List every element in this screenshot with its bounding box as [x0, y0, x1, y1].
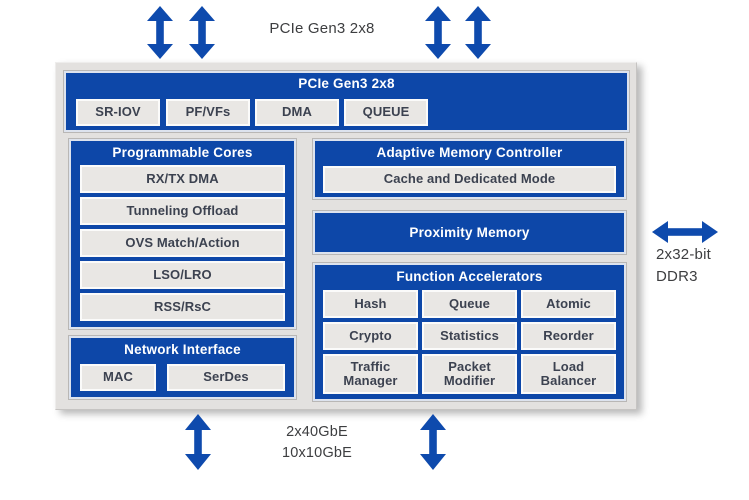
- proximity-memory-title: Proximity Memory: [409, 225, 530, 240]
- accelerator-item-hash: Hash: [323, 290, 418, 318]
- accelerator-item-statistics: Statistics: [422, 322, 517, 350]
- ethernet-up-down-arrow-icon: [420, 414, 446, 470]
- core-item-rss-rsc: RSS/RsC: [80, 293, 285, 321]
- proximity-memory-block: Proximity Memory: [313, 211, 626, 254]
- network-item-serdes: SerDes: [167, 364, 285, 391]
- accelerator-item-crypto: Crypto: [323, 322, 418, 350]
- accelerator-item-traffic-manager: Traffic Manager: [323, 354, 418, 394]
- pcie-up-down-arrow-icon: [425, 6, 451, 59]
- pcie-block: PCIe Gen3 2x8 SR-IOV PF/VFs DMA QUEUE: [64, 71, 629, 132]
- pcie-up-down-arrow-icon: [147, 6, 173, 59]
- programmable-cores-block: Programmable Cores RX/TX DMA Tunneling O…: [69, 139, 296, 329]
- accelerator-item-atomic: Atomic: [521, 290, 616, 318]
- function-accelerators-title: Function Accelerators: [396, 269, 543, 284]
- chip-block-diagram: PCIe Gen3 2x8 SR-IOV PF/VFs DMA QUEUE Pr…: [55, 62, 637, 410]
- adaptive-memory-controller-title: Adaptive Memory Controller: [376, 145, 563, 160]
- accelerator-item-load-balancer: Load Balancer: [521, 354, 616, 394]
- pcie-item-queue: QUEUE: [344, 99, 428, 126]
- accelerator-item-reorder: Reorder: [521, 322, 616, 350]
- core-item-rx-tx-dma: RX/TX DMA: [80, 165, 285, 193]
- ddr3-label-line2: DDR3: [656, 268, 698, 285]
- pcie-item-dma: DMA: [255, 99, 339, 126]
- ddr3-label-line1: 2x32-bit: [656, 246, 711, 263]
- pcie-up-down-arrow-icon: [465, 6, 491, 59]
- core-item-tunneling-offload: Tunneling Offload: [80, 197, 285, 225]
- ddr3-left-right-arrow-icon: [652, 221, 718, 243]
- ethernet-label-line1: 2x40GbE: [286, 424, 348, 440]
- ethernet-label-line2: 10x10GbE: [281, 445, 353, 461]
- network-interface-block: Network Interface MAC SerDes: [69, 336, 296, 399]
- ethernet-up-down-arrow-icon: [185, 414, 211, 470]
- network-interface-title: Network Interface: [124, 342, 241, 357]
- pcie-item-sr-iov: SR-IOV: [76, 99, 160, 126]
- function-accelerators-block: Function Accelerators Hash Queue Atomic …: [313, 263, 626, 401]
- pcie-up-down-arrow-icon: [189, 6, 215, 59]
- accelerator-item-packet-modifier: Packet Modifier: [422, 354, 517, 394]
- network-item-mac: MAC: [80, 364, 156, 391]
- pcie-item-pf-vfs: PF/VFs: [166, 99, 250, 126]
- core-item-lso-lro: LSO/LRO: [80, 261, 285, 289]
- memory-item-cache-dedicated-mode: Cache and Dedicated Mode: [323, 166, 616, 193]
- core-item-ovs-match-action: OVS Match/Action: [80, 229, 285, 257]
- adaptive-memory-controller-block: Adaptive Memory Controller Cache and Ded…: [313, 139, 626, 199]
- pcie-top-label: PCIe Gen3 2x8: [269, 20, 375, 37]
- programmable-cores-title: Programmable Cores: [112, 145, 253, 160]
- accelerator-item-queue: Queue: [422, 290, 517, 318]
- pcie-block-title: PCIe Gen3 2x8: [298, 76, 395, 91]
